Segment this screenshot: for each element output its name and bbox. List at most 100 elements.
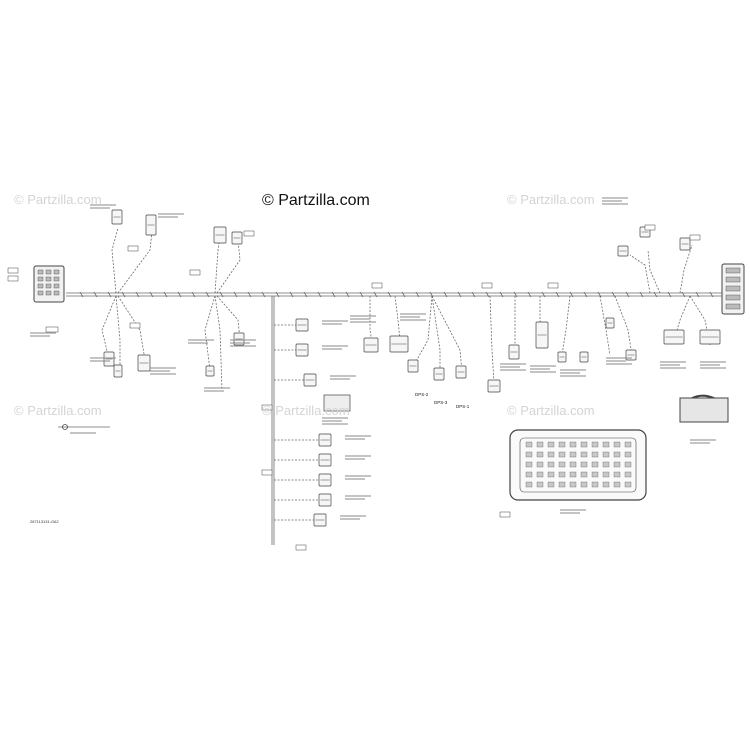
- watermark-top-left: © Partzilla.com: [14, 192, 102, 207]
- harness-wrap-mark: [415, 291, 420, 298]
- harness-wrap-mark: [163, 291, 168, 298]
- ecu-module-pin: [569, 451, 577, 458]
- ecu-module-pin: [580, 481, 588, 488]
- harness-wrap-mark: [485, 291, 490, 298]
- harness-wrap-mark: [317, 291, 322, 298]
- tag-branch-left-1: [127, 245, 139, 252]
- ecu-module-pin: [580, 451, 588, 458]
- harness-wrap-mark: [219, 291, 224, 298]
- branch-bp1: [561, 295, 571, 356]
- connector-fuse-block: [323, 394, 351, 412]
- ecu-module-pin: [624, 441, 632, 448]
- branch-sw: [679, 244, 693, 294]
- branch-pg: [117, 295, 146, 361]
- harness-wrap-mark: [79, 291, 84, 298]
- harness-wrap-mark: [149, 291, 154, 298]
- ecu-module-pin: [536, 481, 544, 488]
- tag-branch-left-2: [129, 322, 141, 329]
- harness-wrap-mark: [135, 291, 140, 298]
- ecu-pin: [53, 290, 60, 296]
- harness-wrap-mark: [611, 291, 616, 298]
- drawing-code-label: 287113131-G62: [30, 519, 59, 524]
- harness-wrap-mark: [191, 291, 196, 298]
- ecu-module-pin: [613, 471, 621, 478]
- harness-wrap-mark: [359, 291, 364, 298]
- harness-wrap-mark: [107, 291, 112, 298]
- ecu-module-pin: [591, 461, 599, 468]
- tag-main-ecu: [499, 511, 511, 518]
- harness-wrap-mark: [639, 291, 644, 298]
- tag-vertical-2: [261, 469, 273, 476]
- harness-wrap-mark: [331, 291, 336, 298]
- harness-wrap-mark: [387, 291, 392, 298]
- ecu-module-pin: [624, 471, 632, 478]
- ecu-pin: [37, 290, 44, 296]
- main-ecu-module: [509, 429, 647, 501]
- branch-dps-2: [413, 295, 433, 366]
- watermark-mid-right: © Partzilla.com: [507, 403, 595, 418]
- harness-wrap-mark: [261, 291, 266, 298]
- ecu-module-pin: [613, 461, 621, 468]
- ecu-module-pin: [536, 451, 544, 458]
- right-ecu-pin: [725, 294, 741, 301]
- ecu-module-pin: [591, 471, 599, 478]
- branch-rd2: [689, 295, 711, 346]
- ecu-module-pin: [547, 451, 555, 458]
- label-dps-3: DPS-3: [434, 400, 448, 405]
- harness-wrap-mark: [457, 291, 462, 298]
- ecu-module-pin: [602, 441, 610, 448]
- harness-wrap-mark: [513, 291, 518, 298]
- ecu-pin: [45, 290, 52, 296]
- ecu-module-pin: [613, 481, 621, 488]
- ecu-module-pin: [591, 451, 599, 458]
- harness-wrap-mark: [569, 291, 574, 298]
- branch-dps-1: [431, 295, 463, 373]
- ecu-pin: [37, 269, 44, 275]
- branch-ps1: [614, 295, 633, 356]
- ecu-module-pin: [624, 451, 632, 458]
- harness-wrap-mark: [667, 291, 672, 298]
- ecu-module-pin: [547, 441, 555, 448]
- ecu-module-pin: [613, 451, 621, 458]
- ecu-module-pin: [536, 461, 544, 468]
- harness-wrap-mark: [345, 291, 350, 298]
- right-ecu-pin: [725, 267, 741, 274]
- ecu-pin: [45, 283, 52, 289]
- ecu-pin: [45, 276, 52, 282]
- ecu-module-pin: [569, 481, 577, 488]
- ecu-module-pin: [569, 461, 577, 468]
- ecu-module-pin: [536, 471, 544, 478]
- ecu-module-pin: [602, 451, 610, 458]
- tag-center-1: [371, 282, 383, 289]
- harness-wrap-mark: [233, 291, 238, 298]
- branch-mc2: [369, 296, 373, 343]
- branch-cr: [629, 254, 651, 294]
- ecu-module-pin: [580, 441, 588, 448]
- ecu-pin: [53, 283, 60, 289]
- ecu-module-pin: [536, 441, 544, 448]
- label-dps-2: DPS-2: [415, 392, 429, 397]
- ecu-module-pin: [580, 461, 588, 468]
- ecu-pin: [53, 269, 60, 275]
- harness-wrap-mark: [205, 291, 210, 298]
- ecu-module-pin: [547, 481, 555, 488]
- ecu-module-pin: [558, 471, 566, 478]
- harness-wrap-mark: [597, 291, 602, 298]
- harness-wrap-mark: [709, 291, 714, 298]
- harness-wrap-mark: [583, 291, 588, 298]
- loose-clip-ring: [62, 424, 68, 430]
- ecu-module-pin: [591, 481, 599, 488]
- harness-wrap-mark: [401, 291, 406, 298]
- right-ecu-pin: [725, 303, 741, 310]
- connector-pp2-assembly: [679, 397, 729, 423]
- right-ecu-pin: [725, 285, 741, 292]
- ecu-module-pin: [525, 471, 533, 478]
- tag-left-ground: [7, 267, 19, 274]
- branch-ep: [539, 296, 543, 346]
- harness-wrap-mark: [93, 291, 98, 298]
- harness-wrap-mark: [443, 291, 448, 298]
- ecu-module-pin: [602, 461, 610, 468]
- tag-ch: [189, 269, 201, 276]
- branch-ground: [216, 295, 241, 341]
- branch-st: [117, 231, 153, 294]
